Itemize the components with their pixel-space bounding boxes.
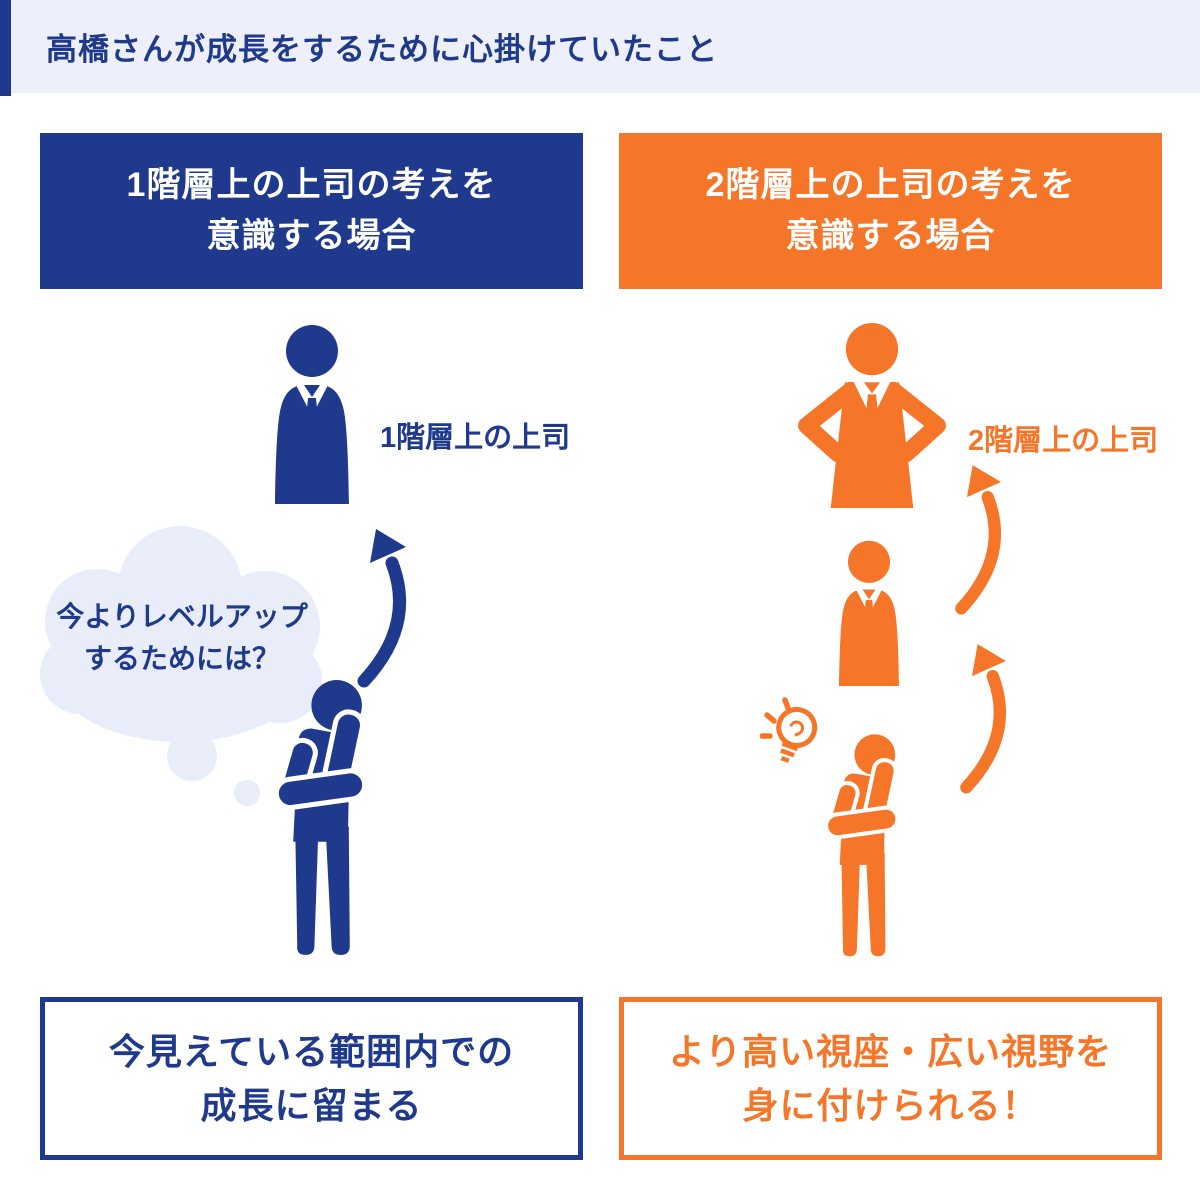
curved-arrow-icon	[950, 463, 1016, 618]
left-result-box: 今見えている範囲内での 成長に留まる	[40, 997, 583, 1160]
lightbulb-icon	[760, 695, 836, 783]
right-header-line1: 2階層上の上司の考えを	[705, 166, 1076, 204]
thought-text: 今よりレベルアップ するためには？	[22, 596, 342, 680]
left-boss-label: 1階層上の上司	[380, 422, 571, 454]
right-header-line2: 意識する場合	[785, 217, 996, 255]
thinking-person-icon	[258, 675, 386, 963]
left-result-line2: 成長に留まる	[200, 1084, 423, 1126]
boss-akimbo-icon	[786, 322, 958, 508]
left-header-line1: 1階層上の上司の考えを	[126, 166, 497, 204]
right-header-box: 2階層上の上司の考えを 意識する場合	[619, 133, 1162, 289]
thinking-person-icon	[812, 730, 914, 963]
thought-text-line1: 今よりレベルアップ	[56, 601, 308, 632]
curved-arrow-icon	[352, 528, 422, 690]
title-accent-bar	[0, 0, 11, 96]
curved-arrow-icon	[955, 642, 1021, 797]
right-boss-label: 2階層上の上司	[968, 425, 1159, 457]
right-result-box: より高い視座・広い視野を 身に付けられる！	[619, 997, 1162, 1160]
left-header-box: 1階層上の上司の考えを 意識する場合	[40, 133, 583, 289]
right-result-line2: 身に付けられる！	[742, 1084, 1039, 1126]
right-result-line1: より高い視座・広い視野を	[668, 1030, 1113, 1072]
middle-boss-bust-icon	[826, 540, 912, 686]
thought-cloud-icon	[22, 516, 342, 816]
thought-text-line2: するためには？	[83, 643, 280, 674]
title-band	[0, 0, 1200, 93]
left-result-line1: 今見えている範囲内での	[108, 1030, 515, 1072]
boss-bust-icon	[262, 324, 362, 504]
left-header-line2: 意識する場合	[206, 217, 417, 255]
page-title: 高橋さんが成長をするために心掛けていたこと	[46, 32, 718, 67]
